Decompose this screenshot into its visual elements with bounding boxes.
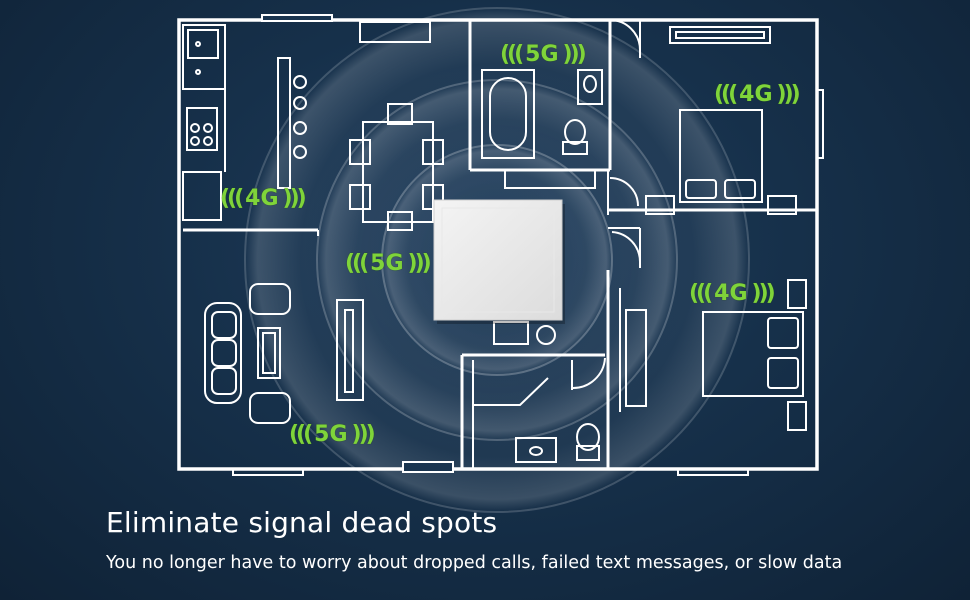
signal-badge-5g: ((( 5G ))) — [289, 422, 376, 447]
badge-label: 4G — [245, 186, 279, 211]
badge-label: 5G — [525, 42, 559, 67]
wifi-wave-icon: ((( — [689, 281, 713, 306]
signal-badge-5g: ((( 5G ))) — [500, 42, 587, 67]
wifi-wave-icon: ))) — [351, 422, 376, 447]
signal-badge-4g: ((( 4G ))) — [220, 186, 307, 211]
wifi-wave-icon: ))) — [776, 82, 801, 107]
wifi-wave-icon: ))) — [282, 186, 307, 211]
wifi-wave-icon: ((( — [289, 422, 313, 447]
signal-badge-4g: ((( 4G ))) — [689, 281, 776, 306]
headline: Eliminate signal dead spots — [106, 506, 498, 539]
wifi-wave-icon: ((( — [500, 42, 524, 67]
signal-badge-4g: ((( 4G ))) — [714, 82, 801, 107]
floor-plan — [177, 14, 824, 476]
badge-label: 4G — [739, 82, 773, 107]
subheadline: You no longer have to worry about droppe… — [106, 553, 843, 573]
wifi-wave-icon: ((( — [220, 186, 244, 211]
wifi-wave-icon: ((( — [714, 82, 738, 107]
wifi-wave-icon: ((( — [345, 251, 369, 276]
signal-badge-5g: ((( 5G ))) — [345, 251, 432, 276]
badge-label: 5G — [314, 422, 348, 447]
badge-label: 5G — [370, 251, 404, 276]
signal-booster-icon — [433, 199, 565, 324]
wifi-wave-icon: ))) — [751, 281, 776, 306]
badge-label: 4G — [714, 281, 748, 306]
wifi-wave-icon: ))) — [407, 251, 432, 276]
wifi-wave-icon: ))) — [562, 42, 587, 67]
